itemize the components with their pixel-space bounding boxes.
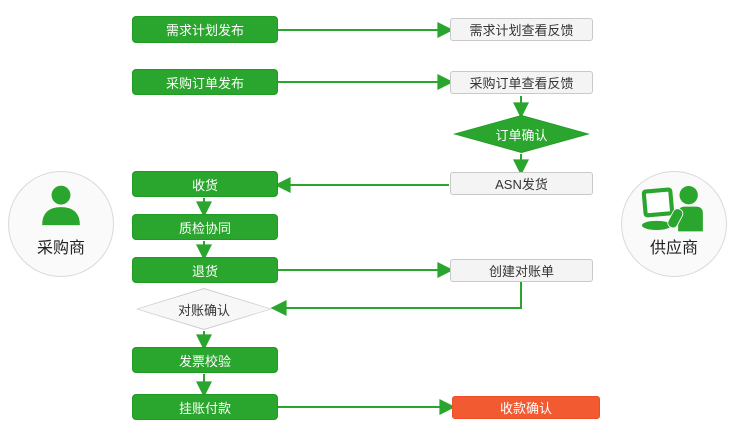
buyer-label: 采购商: [36, 240, 85, 257]
node-payment-confirm: 收款确认: [452, 396, 600, 419]
supplier-actor: 供应商: [621, 171, 727, 277]
node-account-payment: 挂账付款: [132, 394, 278, 420]
order-confirm-label: 订单确认: [495, 127, 548, 143]
node-asn-shipping: ASN发货: [450, 172, 593, 195]
buyer-icon: [42, 185, 80, 226]
node-demand-plan-publish: 需求计划发布: [132, 16, 278, 43]
buyer-actor: 采购商: [8, 171, 114, 277]
node-order-confirm: 订单确认: [453, 115, 590, 153]
supplier-icon: [641, 186, 704, 232]
node-reconciliation-confirm: 对账确认: [136, 288, 272, 330]
node-purchase-order-publish: 采购订单发布: [132, 69, 278, 95]
node-invoice-verification: 发票校验: [132, 347, 278, 373]
arrow-create-reconciliation-to-confirm: [270, 282, 522, 316]
node-purchase-order-feedback: 采购订单查看反馈: [450, 71, 593, 94]
reconciliation-confirm-label: 对账确认: [177, 302, 230, 318]
node-create-reconciliation: 创建对账单: [450, 259, 593, 282]
supplier-label: 供应商: [649, 240, 698, 257]
node-demand-plan-feedback: 需求计划查看反馈: [450, 18, 593, 41]
node-return-goods: 退货: [132, 257, 278, 283]
node-receive-goods: 收货: [132, 171, 278, 197]
node-quality-collaboration: 质检协同: [132, 214, 278, 240]
